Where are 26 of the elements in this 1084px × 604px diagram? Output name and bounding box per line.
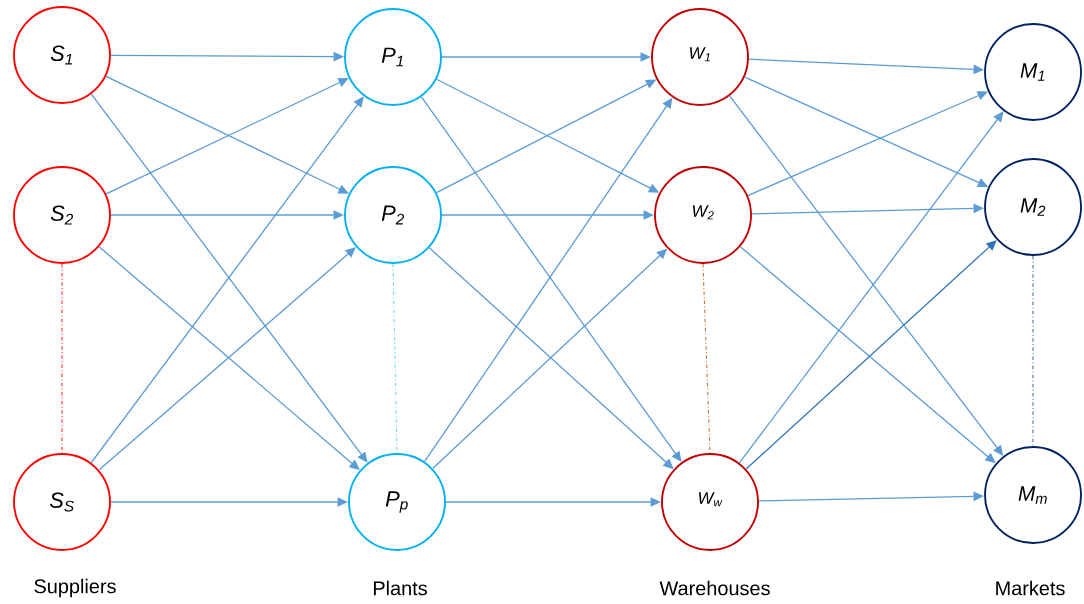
column-label: Warehouses [659, 580, 770, 596]
arrow [441, 52, 651, 62]
circle-node: S$_{1}$ [13, 6, 111, 104]
circle-node: P$_{p}$ [348, 453, 446, 551]
circle-node: W$_{w}$ [661, 453, 759, 551]
circle-node: S$_{2}$ [13, 166, 111, 264]
circle-node: S$_{S}$ [13, 453, 111, 551]
dash-dot-line [1032, 255, 1034, 447]
dash-dot-line [61, 263, 63, 454]
circle-node: P$_{1}$ [344, 8, 442, 106]
circle-node: P$_{2}$ [344, 166, 442, 264]
column-label: Plants [373, 580, 427, 596]
column-label: Markets [996, 580, 1065, 596]
column-label: Suppliers [34, 578, 116, 598]
arrow [110, 51, 344, 62]
arrow [110, 497, 348, 507]
arrow [441, 210, 654, 220]
circle-node: M$_{1}$ [984, 23, 1082, 121]
dash-dot-line [702, 263, 711, 454]
circle-node: W$_{1}$ [651, 8, 749, 106]
circle-node: M$_{2}$ [984, 158, 1082, 256]
arrow [445, 497, 661, 507]
circle-node: M$_{m}$ [984, 446, 1082, 544]
arrow [110, 210, 344, 220]
circle-node: W$_{2}$ [654, 166, 752, 264]
dash-dot-line [392, 263, 398, 454]
